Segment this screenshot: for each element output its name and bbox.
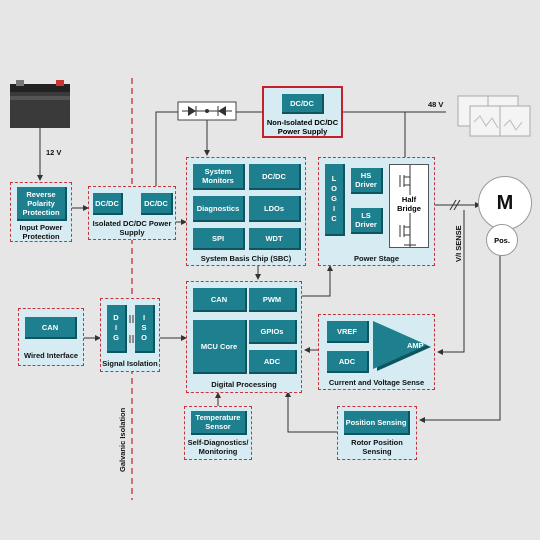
motor-label: M bbox=[496, 191, 514, 214]
sbc-group: System Monitors DC/DC Diagnostics LDOs S… bbox=[186, 157, 306, 266]
pwm-block: PWM bbox=[249, 288, 297, 312]
input-power-protection-group: Reverse Polarity Protection Input Power … bbox=[10, 182, 72, 242]
digital-processing-caption: Digital Processing bbox=[211, 380, 277, 389]
reverse-polarity-block: Reverse Polarity Protection bbox=[17, 187, 67, 221]
nonisolated-dcdc-block: DC/DC bbox=[282, 94, 324, 114]
isolated-dcdc-left: DC/DC bbox=[93, 193, 123, 215]
battery-48v-icon bbox=[457, 95, 531, 137]
battery-12v-icon bbox=[10, 80, 70, 128]
dp-adc-block: ADC bbox=[249, 350, 297, 374]
vref-block: VREF bbox=[327, 321, 369, 343]
wired-interface-group: CAN Wired Interface bbox=[18, 308, 84, 366]
sbc-caption: System Basis Chip (SBC) bbox=[200, 254, 292, 263]
position-sensor-label: Pos. bbox=[494, 235, 510, 245]
diagnostics-block: Diagnostics bbox=[193, 196, 245, 222]
position-sensing-block: Position Sensing bbox=[344, 411, 410, 435]
system-monitors-block: System Monitors bbox=[193, 164, 245, 190]
isolated-dcdc-caption: Isolated DC/DC Power Supply bbox=[92, 219, 172, 237]
hs-driver-block: HS Driver bbox=[351, 168, 383, 194]
dp-can-block: CAN bbox=[193, 288, 247, 312]
mcu-core-block: MCU Core bbox=[193, 320, 247, 374]
current-voltage-caption: Current and Voltage Sense bbox=[328, 378, 425, 387]
logic-block: LOGIC bbox=[325, 164, 345, 236]
ldos-block: LDOs bbox=[249, 196, 301, 222]
signal-isolation-group: DIG ISO Signal Isolation bbox=[100, 298, 160, 372]
power-stage-group: LOGIC HS Driver LS Driver Half Bridge Po… bbox=[318, 157, 435, 266]
battery-48v-label: 48 V bbox=[428, 100, 444, 109]
half-bridge-block: Half Bridge bbox=[389, 164, 429, 248]
capacitor-icon bbox=[129, 315, 134, 343]
current-voltage-group: VREF ADC AMP Current and Voltage Sense bbox=[318, 314, 435, 390]
signal-isolation-caption: Signal Isolation bbox=[102, 359, 158, 368]
half-bridge-label: Half Bridge bbox=[392, 195, 426, 213]
input-protection-caption: Input Power Protection bbox=[19, 223, 63, 241]
diode-block bbox=[177, 101, 237, 121]
iso-label: ISO bbox=[139, 313, 149, 343]
cv-adc-block: ADC bbox=[327, 351, 369, 373]
amp-label: AMP bbox=[407, 341, 424, 350]
wired-interface-caption: Wired Interface bbox=[23, 351, 79, 360]
temperature-sensor-block: Temperature Sensor bbox=[191, 411, 247, 435]
digital-processing-group: CAN PWM MCU Core GPIOs ADC Digital Proce… bbox=[186, 281, 302, 393]
galvanic-isolation-label: Galvanic Isolation bbox=[118, 407, 127, 472]
iso-block: ISO bbox=[135, 305, 155, 353]
dig-block: DIG bbox=[107, 305, 127, 353]
amplifier-icon bbox=[373, 321, 431, 371]
rotor-position-caption: Rotor Position Sensing bbox=[351, 438, 403, 456]
ls-driver-block: LS Driver bbox=[351, 208, 383, 234]
isolated-dcdc-right: DC/DC bbox=[141, 193, 173, 215]
logic-label: LOGIC bbox=[329, 174, 339, 224]
isolated-dcdc-group: DC/DC DC/DC Isolated DC/DC Power Supply bbox=[88, 186, 176, 240]
battery-12v-label: 12 V bbox=[46, 148, 62, 157]
wdt-block: WDT bbox=[249, 228, 301, 250]
nonisolated-dcdc-group: DC/DC Non-Isolated DC/DC Power Supply bbox=[262, 86, 343, 138]
sbc-dcdc-block: DC/DC bbox=[249, 164, 301, 190]
vi-sense-label: V/I SENSE bbox=[454, 225, 463, 262]
spi-block: SPI bbox=[193, 228, 245, 250]
self-diagnostics-caption: Self-Diagnostics/ Monitoring bbox=[187, 438, 249, 456]
gpios-block: GPIOs bbox=[249, 320, 297, 344]
motor-icon: M bbox=[478, 176, 532, 230]
power-stage-caption: Power Stage bbox=[353, 254, 399, 263]
dig-label: DIG bbox=[111, 313, 121, 343]
wired-can-block: CAN bbox=[25, 317, 77, 339]
rotor-position-group: Position Sensing Rotor Position Sensing bbox=[337, 406, 417, 460]
nonisolated-dcdc-caption: Non-Isolated DC/DC Power Supply bbox=[266, 118, 339, 136]
position-sensor-icon: Pos. bbox=[486, 224, 518, 256]
self-diagnostics-group: Temperature Sensor Self-Diagnostics/ Mon… bbox=[184, 406, 252, 460]
